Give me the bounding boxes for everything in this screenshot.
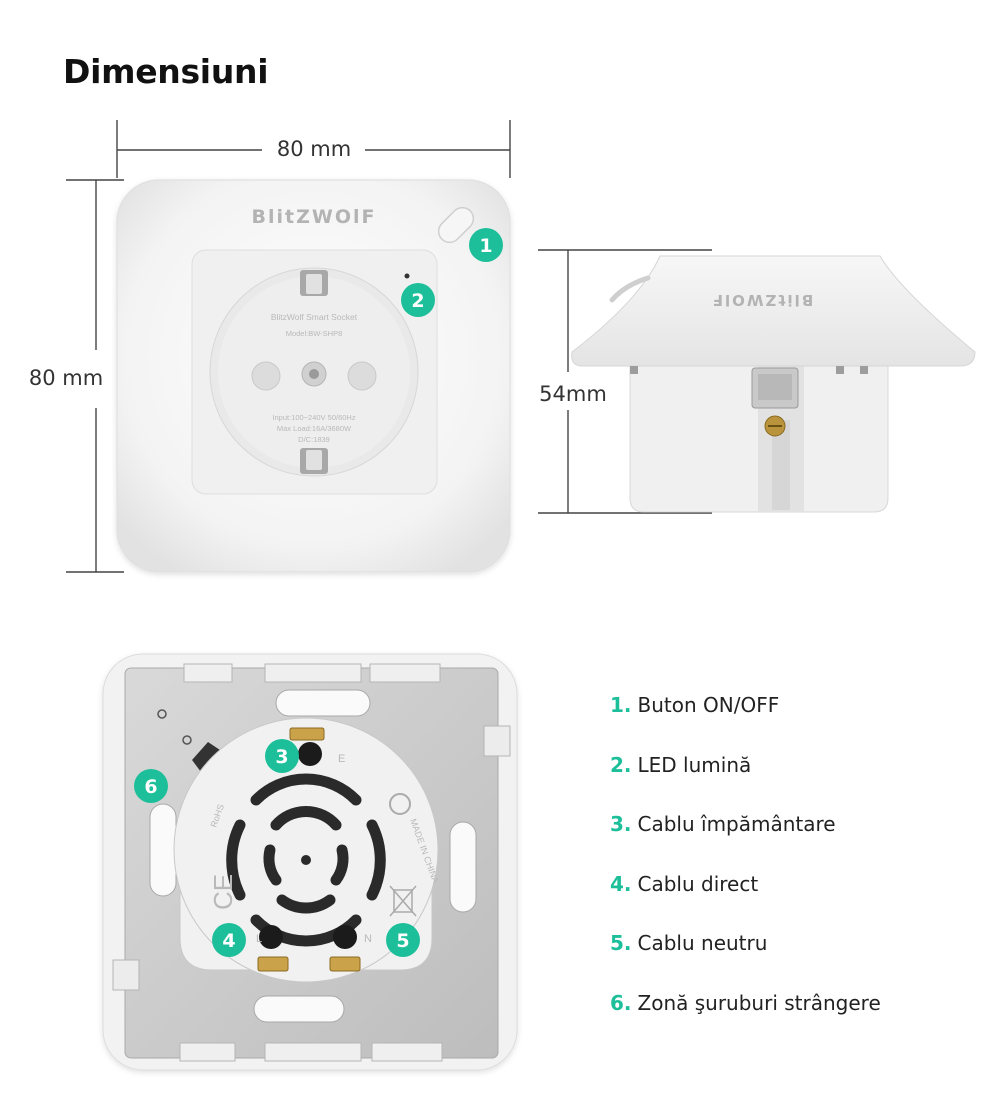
label-n: N — [364, 933, 372, 945]
legend-item-6: 6.Zonă şuruburi strângere — [610, 991, 881, 1051]
legend-list: 1.Buton ON/OFF 2.LED lumină 3.Cablu împă… — [610, 693, 881, 1051]
recycle-icon — [389, 793, 411, 815]
legend-num: 6. — [610, 990, 632, 1015]
label-l: L — [256, 933, 262, 945]
power-button[interactable] — [434, 203, 478, 247]
legend-num: 4. — [610, 871, 632, 896]
pin-hole-right — [347, 361, 377, 391]
badge-2: 2 — [401, 283, 435, 317]
legend-text: Cablu neutru — [637, 931, 768, 956]
badge-5: 5 — [386, 923, 420, 957]
svg-text:3: 3 — [275, 746, 288, 768]
vent-grille — [226, 773, 386, 947]
socket-print-3: Input:100~240V 50/60Hz — [272, 413, 355, 422]
svg-text:6: 6 — [144, 776, 157, 798]
side-brand-logo: BlitZWOlF — [711, 291, 813, 309]
badge-3: 3 — [265, 739, 299, 773]
legend-text: Cablu împământare — [637, 812, 836, 837]
badge-4: 4 — [212, 923, 246, 957]
depth-label: 54mm — [539, 382, 607, 406]
pin-hole-left — [251, 361, 281, 391]
side-view: BlitZWOlF — [571, 255, 976, 513]
back-view: E L N MADE IN CHINA RoHS CE — [102, 653, 518, 1071]
legend-text: Zonă şuruburi strângere — [637, 990, 881, 1015]
legend-item-5: 5.Cablu neutru — [610, 931, 881, 991]
width-dimension — [116, 120, 511, 178]
legend-num: 2. — [610, 752, 632, 777]
legend-text: Cablu direct — [637, 871, 759, 896]
legend-num: 3. — [610, 812, 632, 837]
screw-slot-right — [449, 821, 477, 913]
height-dimension — [66, 179, 124, 573]
socket-print-5: D/C:1839 — [298, 435, 330, 444]
socket-print-2: Model:BW-SHP8 — [286, 329, 343, 338]
legend-item-2: 2.LED lumină — [610, 753, 881, 813]
svg-text:5: 5 — [396, 930, 409, 952]
led-indicator — [404, 273, 410, 279]
svg-text:4: 4 — [222, 930, 235, 952]
legend-item-1: 1.Buton ON/OFF — [610, 693, 881, 753]
brand-logo: BlitZWOlF — [252, 206, 377, 228]
depth-dimension — [538, 249, 712, 514]
ce-mark: CE — [208, 874, 238, 910]
badge-1: 1 — [469, 228, 503, 262]
socket-print-1: BlitzWolf Smart Socket — [271, 312, 358, 322]
badge-6: 6 — [134, 769, 168, 803]
legend-text: Buton ON/OFF — [637, 693, 780, 717]
legend-item-3: 3.Cablu împământare — [610, 812, 881, 872]
legend-text: LED lumină — [637, 752, 752, 777]
page-title: Dimensiuni — [63, 52, 269, 91]
front-view: BlitZWOlF BlitzWolf Smart Socket Model:B… — [116, 179, 511, 573]
label-e: E — [338, 753, 345, 765]
height-label: 80 mm — [29, 366, 103, 390]
screw-slot-left — [149, 803, 177, 897]
width-label: 80 mm — [277, 137, 351, 161]
socket-print-4: Max Load:16A/3680W — [277, 424, 352, 433]
svg-text:2: 2 — [411, 290, 424, 312]
weee-bin-icon — [389, 885, 417, 917]
legend-num: 1. — [610, 693, 632, 717]
legend-num: 5. — [610, 931, 632, 956]
legend-item-4: 4.Cablu direct — [610, 872, 881, 932]
svg-text:1: 1 — [479, 235, 492, 257]
